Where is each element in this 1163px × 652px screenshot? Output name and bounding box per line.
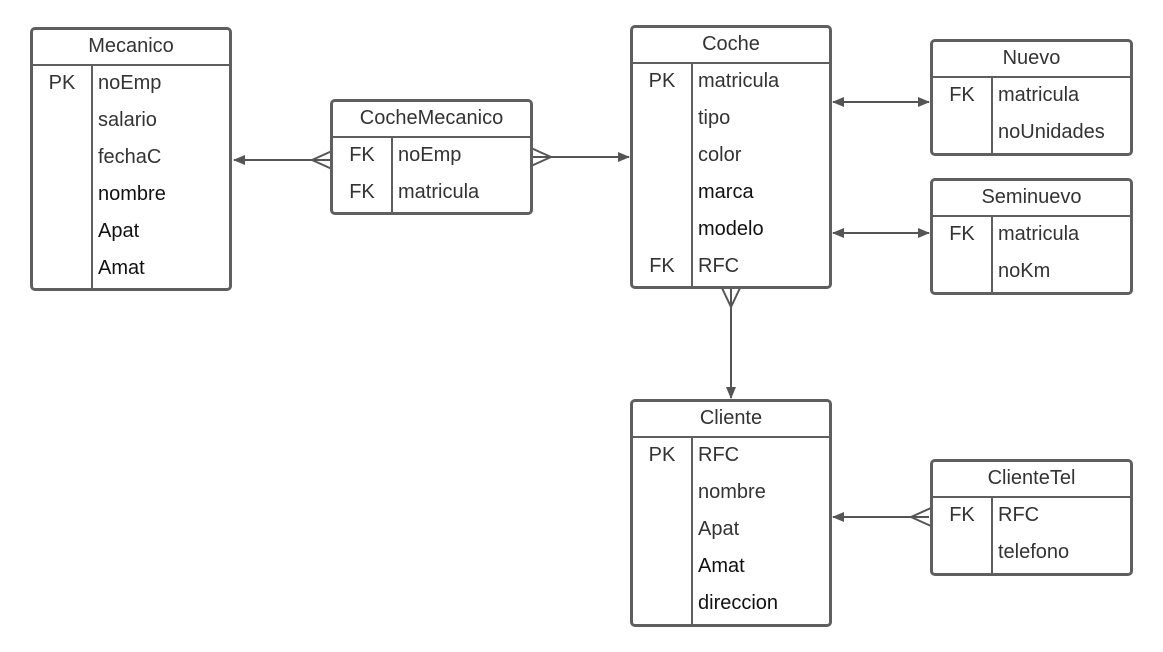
entity-nuevo[interactable]: Nuevo FK matricula noUnidades xyxy=(930,39,1133,156)
attribute-row: noUnidades xyxy=(933,115,1130,152)
attribute-row: PK matricula xyxy=(633,64,829,101)
attribute-name: telefono xyxy=(998,541,1070,563)
entity-attributes: PK noEmp salario fechaC nombre Apat Amat xyxy=(33,66,229,288)
attribute-name: Apat xyxy=(98,220,140,242)
attribute-row: PK noEmp xyxy=(33,66,229,103)
attribute-row: FK noEmp xyxy=(333,138,530,175)
entity-title: Mecanico xyxy=(33,30,229,66)
attribute-name: noEmp xyxy=(98,72,162,94)
key-column-divider xyxy=(691,438,693,624)
attribute-row: modelo xyxy=(633,212,829,249)
key-column-divider xyxy=(991,498,993,573)
entity-attributes: FK matricula noKm xyxy=(933,217,1130,292)
attribute-name: fechaC xyxy=(98,146,162,168)
attribute-name: noEmp xyxy=(398,144,462,166)
entity-title: Coche xyxy=(633,28,829,64)
attribute-row: FK matricula xyxy=(333,175,530,212)
entity-coche[interactable]: Coche PK matricula tipo color marca model… xyxy=(630,25,832,289)
attribute-row: telefono xyxy=(933,535,1130,572)
entity-attributes: FK RFC telefono xyxy=(933,498,1130,573)
entity-attributes: FK matricula noUnidades xyxy=(933,78,1130,153)
attribute-name: RFC xyxy=(698,444,740,466)
attribute-row: Amat xyxy=(633,549,829,586)
entity-cochemecanico[interactable]: CocheMecanico FK noEmp FK matricula xyxy=(330,99,533,215)
attribute-name: RFC xyxy=(698,255,740,277)
attribute-name: matricula xyxy=(698,70,780,92)
entity-mecanico[interactable]: Mecanico PK noEmp salario fechaC nombre A… xyxy=(30,27,232,291)
attribute-row: Amat xyxy=(33,251,229,288)
attribute-row: marca xyxy=(633,175,829,212)
attribute-name: noUnidades xyxy=(998,121,1105,143)
key-label: PK xyxy=(648,70,676,92)
attribute-row: fechaC xyxy=(33,140,229,177)
key-label: PK xyxy=(648,444,676,466)
entity-title: CocheMecanico xyxy=(333,102,530,138)
attribute-row: FK RFC xyxy=(633,249,829,286)
key-label: FK xyxy=(949,223,975,245)
connector-coche-cliente xyxy=(721,287,741,399)
entity-clientetel[interactable]: ClienteTel FK RFC telefono xyxy=(930,459,1133,576)
attribute-name: nombre xyxy=(698,481,766,503)
entity-title: Nuevo xyxy=(933,42,1130,78)
entity-title: ClienteTel xyxy=(933,462,1130,498)
attribute-name: marca xyxy=(698,181,754,203)
key-label: FK xyxy=(349,144,375,166)
attribute-name: tipo xyxy=(698,107,731,129)
entity-seminuevo[interactable]: Seminuevo FK matricula noKm xyxy=(930,178,1133,295)
key-label: FK xyxy=(649,255,675,277)
attribute-row: FK matricula xyxy=(933,78,1130,115)
key-label: PK xyxy=(48,72,76,94)
attribute-name: nombre xyxy=(98,183,166,205)
attribute-name: matricula xyxy=(998,223,1080,245)
connector-cochemecanico-coche xyxy=(530,147,630,167)
attribute-name: modelo xyxy=(698,218,764,240)
connector-cochemecanico-mecanico xyxy=(233,150,333,170)
attribute-row: salario xyxy=(33,103,229,140)
key-column-divider xyxy=(991,78,993,153)
entity-cliente[interactable]: Cliente PK RFC nombre Apat Amat direccion xyxy=(630,399,832,627)
key-label: FK xyxy=(949,504,975,526)
attribute-row: Apat xyxy=(633,512,829,549)
entity-title: Cliente xyxy=(633,402,829,438)
attribute-row: tipo xyxy=(633,101,829,138)
connector-clientetel-cliente xyxy=(832,507,932,527)
attribute-name: noKm xyxy=(998,260,1051,282)
attribute-name: matricula xyxy=(998,84,1080,106)
attribute-name: Amat xyxy=(98,257,145,279)
entity-title: Seminuevo xyxy=(933,181,1130,217)
attribute-row: PK RFC xyxy=(633,438,829,475)
attribute-row: FK matricula xyxy=(933,217,1130,254)
attribute-name: matricula xyxy=(398,181,480,203)
attribute-name: Amat xyxy=(698,555,745,577)
attribute-name: direccion xyxy=(698,592,779,614)
key-label: FK xyxy=(949,84,975,106)
entity-attributes: PK RFC nombre Apat Amat direccion xyxy=(633,438,829,624)
entity-attributes: FK noEmp FK matricula xyxy=(333,138,530,212)
attribute-row: color xyxy=(633,138,829,175)
attribute-row: FK RFC xyxy=(933,498,1130,535)
attribute-row: noKm xyxy=(933,254,1130,291)
attribute-name: salario xyxy=(98,109,157,131)
attribute-name: RFC xyxy=(998,504,1040,526)
entity-attributes: PK matricula tipo color marca modelo FK RF… xyxy=(633,64,829,286)
key-column-divider xyxy=(691,64,693,286)
key-column-divider xyxy=(391,138,393,212)
attribute-row: nombre xyxy=(633,475,829,512)
attribute-row: nombre xyxy=(33,177,229,214)
attribute-name: color xyxy=(698,144,742,166)
key-column-divider xyxy=(91,66,93,288)
key-column-divider xyxy=(991,217,993,292)
key-label: FK xyxy=(349,181,375,203)
attribute-row: direccion xyxy=(633,586,829,623)
attribute-row: Apat xyxy=(33,214,229,251)
attribute-name: Apat xyxy=(698,518,740,540)
